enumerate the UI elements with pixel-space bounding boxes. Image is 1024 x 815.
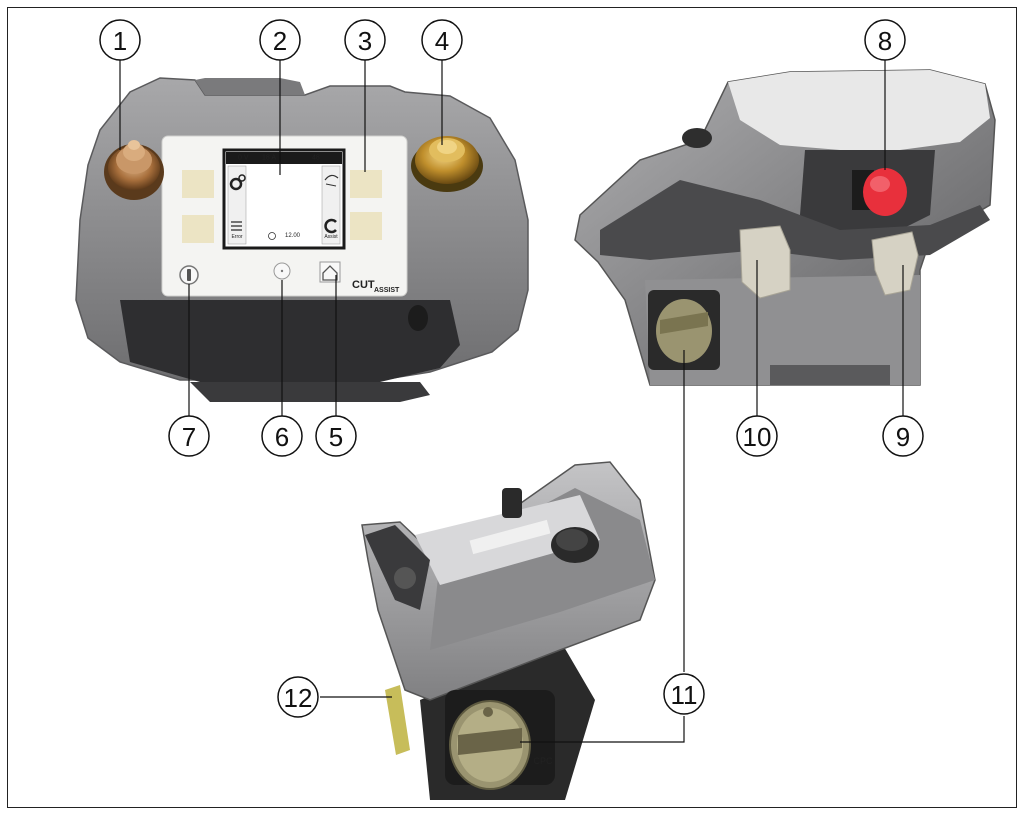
front-view: 0 V 18 A 48 Error Assist 12.00	[75, 77, 529, 402]
socket-label: CPC	[533, 756, 553, 766]
callout-4: 4	[421, 19, 463, 61]
callout-8: 8	[864, 19, 906, 61]
brand-sub: ASSIST	[374, 287, 400, 294]
socket-slot-rear	[660, 312, 708, 334]
side-face	[430, 488, 655, 650]
bronze-joystick[interactable]	[104, 140, 164, 200]
power-button[interactable]	[179, 265, 199, 285]
callout-6: 6	[261, 415, 303, 457]
callout-12: 12	[277, 676, 319, 718]
screen-right-label: Assist	[324, 234, 338, 240]
svg-text:10: 10	[743, 422, 772, 452]
svg-text:12: 12	[284, 683, 313, 713]
screen-left-column	[227, 165, 247, 245]
callout-11: 11	[663, 673, 705, 715]
svg-text:11: 11	[671, 680, 698, 710]
status-current: 18 A	[262, 155, 276, 162]
rear-foot	[770, 365, 890, 385]
svg-text:3: 3	[358, 26, 372, 56]
callout-1: 1	[99, 19, 141, 61]
top-notch	[195, 78, 305, 95]
status-value: 48	[312, 155, 320, 162]
screen-left-label: Error	[231, 234, 242, 240]
socket-pin	[483, 707, 493, 717]
list-icon	[231, 221, 242, 231]
rear-knob[interactable]	[682, 128, 712, 148]
refresh-icon	[324, 218, 337, 234]
rear-view	[574, 69, 996, 386]
top-lever[interactable]	[502, 488, 522, 518]
home-button[interactable]	[319, 261, 341, 283]
status-voltage: 0 V	[238, 155, 249, 162]
center-button[interactable]	[273, 262, 291, 280]
yellow-side-strip	[385, 685, 410, 755]
svg-text:8: 8	[878, 26, 892, 56]
callout-circles: 1 2 3 4 5 6 7 8 9 10 11 12	[99, 19, 924, 718]
softkey-top-right[interactable]	[350, 170, 382, 198]
gold-rotary-knob[interactable]	[411, 136, 483, 192]
beige-tab-left[interactable]	[739, 225, 791, 299]
side-button[interactable]	[408, 305, 428, 331]
screen-status-bar	[226, 152, 342, 164]
svg-text:7: 7	[182, 422, 196, 452]
callout-7: 7	[168, 415, 210, 457]
emergency-stop-button[interactable]	[852, 168, 907, 216]
softkey-top-left[interactable]	[182, 170, 214, 198]
clock-icon	[268, 232, 276, 240]
callout-2: 2	[259, 19, 301, 61]
home-icon	[322, 265, 338, 281]
brand-main: CUT	[352, 279, 375, 291]
bracket-knob	[394, 567, 416, 589]
leader-11-down	[520, 716, 685, 743]
callout-lines	[119, 60, 904, 743]
screen-time: 12.00	[285, 233, 301, 239]
svg-text:1: 1	[113, 26, 127, 56]
handle-bar	[120, 300, 460, 382]
callout-9: 9	[882, 415, 924, 457]
svg-text:5: 5	[329, 422, 343, 452]
callout-3: 3	[344, 19, 386, 61]
side-bracket	[365, 525, 430, 610]
figure-frame	[7, 7, 1017, 808]
svg-text:4: 4	[435, 26, 449, 56]
label-strip	[469, 519, 551, 555]
side-view: CPC	[361, 461, 656, 800]
beige-tab-right[interactable]	[871, 231, 919, 296]
softkey-bottom-right[interactable]	[350, 212, 382, 240]
svg-text:2: 2	[273, 26, 287, 56]
gear-icon	[229, 174, 246, 191]
svg-text:6: 6	[275, 422, 289, 452]
callout-10: 10	[736, 415, 778, 457]
svg-text:9: 9	[896, 422, 910, 452]
socket-slot	[458, 728, 522, 755]
handle-foot	[190, 382, 430, 402]
rear-top-face	[728, 70, 990, 150]
callout-5: 5	[315, 415, 357, 457]
torch-icon	[324, 174, 339, 187]
softkey-bottom-left[interactable]	[182, 215, 214, 243]
